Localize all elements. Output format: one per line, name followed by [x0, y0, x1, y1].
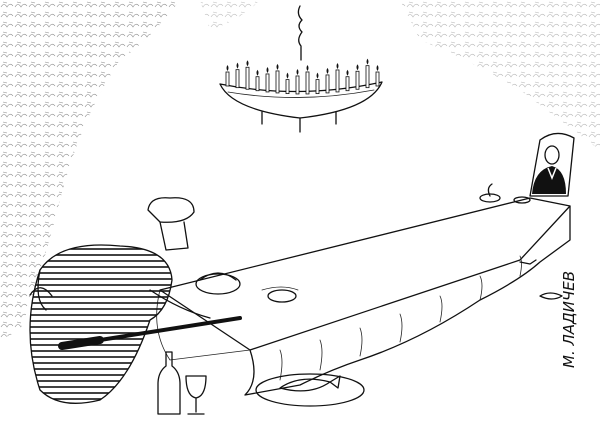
candle: [325, 74, 330, 94]
candle-flame: [266, 66, 269, 73]
seated-man: [529, 132, 575, 197]
candle: [225, 71, 230, 87]
candle: [365, 65, 370, 89]
candle: [245, 66, 250, 90]
candle-flame: [316, 72, 319, 79]
candle: [265, 73, 270, 93]
candle: [355, 70, 360, 90]
candle: [255, 76, 260, 92]
artist-signature: М. ЛАДИЧЕВ: [560, 271, 578, 368]
fish-platter: [255, 373, 365, 407]
long-table: [156, 183, 571, 396]
candle-flame: [256, 69, 259, 76]
candle: [345, 76, 350, 92]
candle-flame: [336, 62, 339, 69]
candle: [315, 79, 320, 95]
candle: [285, 79, 290, 95]
candle-flame: [276, 63, 279, 70]
candle-flame: [296, 68, 299, 75]
candle-flame: [346, 69, 349, 76]
signature-text: М. ЛАДИЧЕВ: [560, 271, 578, 368]
candle: [275, 70, 280, 94]
candle-flame: [246, 60, 249, 67]
floor-debris: [519, 259, 563, 300]
candle-flame: [286, 72, 289, 79]
candle: [375, 71, 380, 87]
candle-flame: [376, 65, 379, 71]
candle: [235, 69, 240, 89]
chef: [29, 197, 242, 404]
candle-flame: [366, 58, 369, 65]
candle: [295, 75, 300, 95]
wine-bottle: [157, 351, 181, 415]
background-foliage: [0, 0, 600, 340]
candle-flame: [226, 65, 229, 71]
wine-glass: [185, 375, 207, 415]
candle-flame: [356, 64, 359, 71]
chandelier: [219, 5, 383, 133]
candle-flame: [236, 62, 239, 69]
candle: [305, 71, 310, 95]
candle-flame: [306, 64, 309, 71]
candle: [335, 69, 340, 93]
candle-flame: [326, 67, 329, 74]
